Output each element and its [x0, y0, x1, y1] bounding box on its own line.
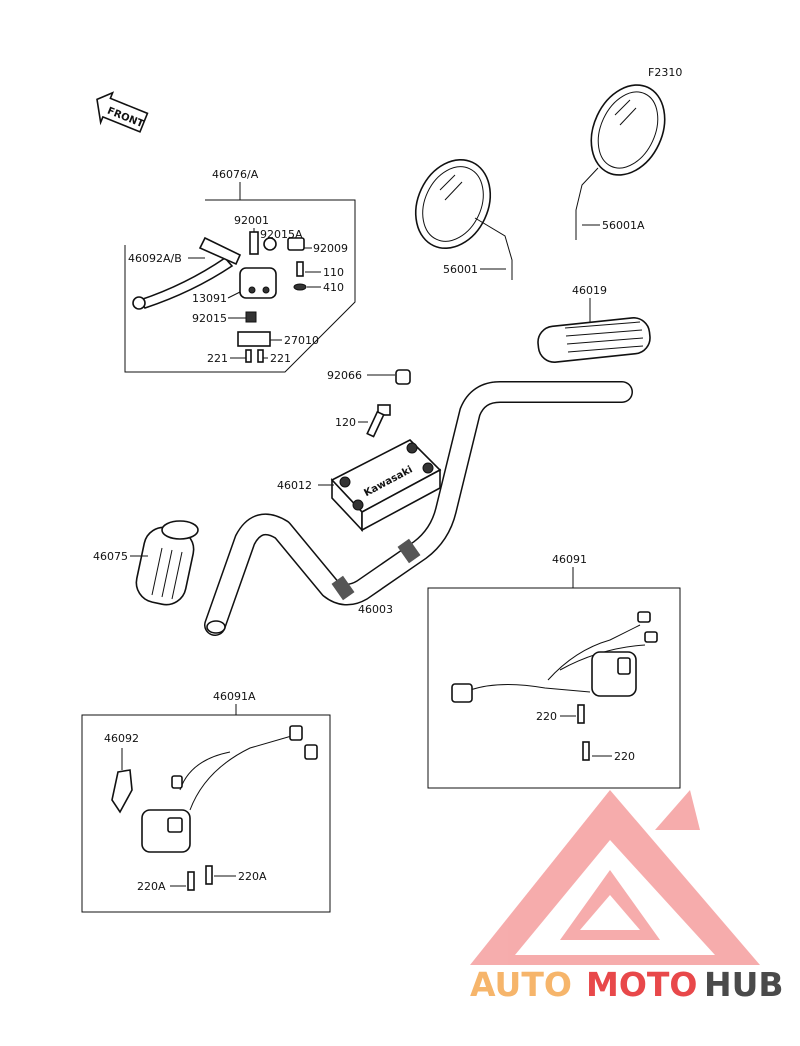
label-13091: 13091	[192, 292, 227, 305]
lever-group-box	[124, 199, 356, 373]
label-46003: 46003	[358, 603, 393, 616]
mirror-right-part	[575, 84, 666, 240]
label-92015: 92015	[192, 312, 227, 325]
label-220Aa: 220A	[137, 880, 166, 893]
label-221a: 221	[207, 352, 228, 365]
label-92015A: 92015A	[260, 228, 303, 241]
right-switch-part	[451, 611, 658, 761]
label-46076A: 46076/A	[212, 168, 259, 181]
label-56001A: 56001A	[602, 219, 645, 232]
label-56001: 56001	[443, 263, 478, 276]
bolt-120-part	[366, 404, 391, 438]
watermark-logo-icon	[470, 790, 760, 965]
watermark-wordmark: AUTO MOTO HUB	[470, 965, 784, 1004]
label-46091: 46091	[552, 553, 587, 566]
label-92001: 92001	[234, 214, 269, 227]
label-110: 110	[323, 266, 344, 279]
label-46091A: 46091A	[213, 690, 256, 703]
left-switch-part	[111, 725, 318, 891]
watermark-part1: AUTO	[470, 965, 572, 1004]
label-120: 120	[335, 416, 356, 429]
label-92009: 92009	[313, 242, 348, 255]
grip-right-part	[537, 317, 651, 363]
label-46092: 46092	[104, 732, 139, 745]
label-46019: 46019	[572, 284, 607, 297]
handlebar-holder-part: Kawasaki	[330, 439, 442, 533]
page-code: F2310	[648, 66, 682, 79]
label-92066: 92066	[327, 369, 362, 382]
label-410: 410	[323, 281, 344, 294]
watermark-part2: MOTO	[586, 965, 697, 1004]
label-46092AB: 46092A/B	[128, 252, 182, 265]
label-220a: 220	[536, 710, 557, 723]
handlebar-part	[204, 381, 633, 636]
grip-left-part	[135, 520, 199, 606]
label-46012: 46012	[277, 479, 312, 492]
front-arrow-icon: FRONT	[96, 91, 149, 133]
mirror-left-part	[414, 158, 513, 280]
label-27010: 27010	[284, 334, 319, 347]
left-switch-group-box	[81, 714, 331, 913]
label-46075: 46075	[93, 550, 128, 563]
cap-92066-part	[395, 369, 411, 385]
right-switch-group-box	[427, 587, 681, 789]
label-220b: 220	[614, 750, 635, 763]
lever-holder-part	[237, 231, 307, 363]
label-220Ab: 220A	[238, 870, 267, 883]
label-221b: 221	[270, 352, 291, 365]
watermark-part3: HUB	[704, 965, 784, 1004]
clutch-lever-part	[132, 236, 242, 310]
